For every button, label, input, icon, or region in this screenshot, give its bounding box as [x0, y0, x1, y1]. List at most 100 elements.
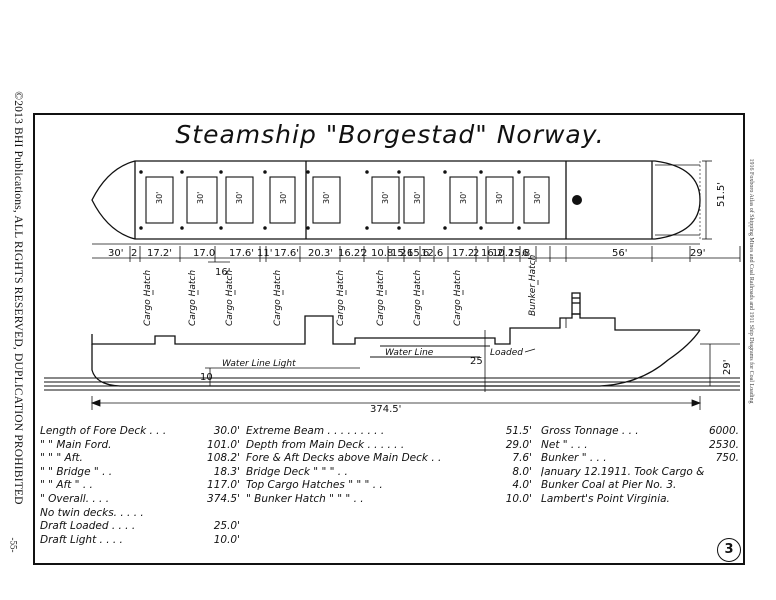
spec-label: No twin decks. . . . .: [40, 506, 144, 519]
spec-label: Bunker Coal at Pier No. 3.: [541, 479, 677, 492]
spec-value: 7.6': [512, 452, 532, 465]
plan-dim-label: 15.6: [407, 248, 429, 259]
plan-hatch: [449, 176, 478, 224]
spec-label: " Bunker Hatch " " " . .: [246, 492, 364, 505]
draft-loaded-mark: 25: [470, 356, 483, 367]
bollard-mark: [139, 226, 143, 230]
plan-dim-label: 17.2': [147, 248, 172, 259]
sheet-number: 3: [717, 538, 741, 562]
hatch-column-label: Cargo Hatch: [413, 270, 423, 326]
spec-row: January 12.1911. Took Cargo &: [541, 466, 739, 480]
plan-dim-label: 10.2: [492, 248, 514, 259]
spec-label: Length of Fore Deck . . .: [40, 425, 167, 437]
bollard-mark: [219, 226, 223, 230]
hatch-size-label: 30': [155, 192, 164, 204]
spec-row: " " Main Ford.101.0': [40, 439, 240, 453]
spec-label: " Overall. . . .: [40, 492, 110, 505]
bollard-mark: [306, 170, 310, 174]
spec-label: Fore & Aft Decks above Main Deck . .: [246, 452, 442, 465]
spec-value: 8.0': [512, 465, 532, 478]
spec-value: 6000.: [708, 425, 739, 437]
plan-dim-label: 15.8: [508, 248, 530, 259]
bollard-mark: [219, 170, 223, 174]
deck-outline: [91, 160, 701, 240]
spec-label: Lambert's Point Virginia.: [541, 492, 670, 505]
bollard-mark: [479, 226, 483, 230]
hatch-column-label: Cargo Hatch: [453, 270, 463, 326]
drawing-frame: [33, 113, 745, 565]
length-dimension: [90, 396, 702, 410]
hatch-column-label: Cargo Hatch: [225, 270, 235, 326]
spec-row: " " Bridge " . . 18.3': [40, 466, 240, 480]
hatch-column-label: Cargo Hatch: [143, 270, 153, 326]
spec-row: " " Aft " . .117.0': [40, 479, 240, 493]
plan-dim-label: 10.8: [371, 248, 393, 259]
spec-label: Bridge Deck " " " . .: [246, 465, 348, 478]
spec-row: Top Cargo Hatches " " " . .4.0': [246, 479, 532, 493]
plan-dim-label: 16.2': [338, 248, 363, 259]
plan-hatches: 30'30'30'30'30'30'30'30'30'30': [139, 170, 550, 230]
plan-dim-label: 2: [473, 248, 479, 259]
spec-label: Depth from Main Deck . . . . . .: [246, 438, 405, 451]
page-title: Steamship "Borgestad" Norway.: [175, 120, 605, 149]
plan-dim-label: 6: [522, 248, 528, 259]
plan-hatch: [523, 176, 550, 224]
spec-row: Bunker " . . .750.: [541, 452, 739, 466]
plan-hatch: [371, 176, 400, 224]
elevation-view: [91, 292, 701, 392]
spec-value: 117.0': [207, 479, 240, 492]
spec-row: " Overall. . . . 374.5': [40, 493, 240, 507]
spec-row: " Bunker Hatch " " " . . 10.0': [246, 493, 532, 507]
plan-dim-label: 2: [361, 248, 367, 259]
spec-label: " " Bridge " . .: [40, 465, 113, 478]
plan-hatch: [312, 176, 341, 224]
plan-dim-label: 56': [612, 248, 627, 259]
plan-dim-ticks: [129, 246, 741, 262]
bollard-mark: [517, 170, 521, 174]
spec-value: 10.0': [213, 533, 240, 546]
hatch-size-label: 30': [381, 192, 390, 204]
plan-hatch: [403, 176, 425, 224]
bollard-mark: [479, 170, 483, 174]
spec-value: 25.0': [213, 520, 240, 533]
bollard-mark: [443, 226, 447, 230]
spec-value: 374.5': [207, 492, 240, 505]
bollard-mark: [306, 226, 310, 230]
funnel-mark: [572, 195, 582, 205]
spec-row: Lambert's Point Virginia.: [541, 493, 739, 507]
hatch-column-label: Bunker Hatch: [528, 254, 538, 316]
spec-label: Net " . . .: [541, 438, 588, 451]
spec-value: 30.0': [213, 425, 240, 437]
hatch-size-label: 30': [235, 192, 244, 204]
spec-label: Extreme Beam . . . . . . . . .: [246, 425, 385, 437]
spec-row: Extreme Beam . . . . . . . . .51.5': [246, 425, 532, 439]
spec-row: No twin decks. . . . .: [40, 507, 240, 521]
bollard-mark: [397, 226, 401, 230]
hatch-column-label: Cargo Hatch: [188, 270, 198, 326]
hatch-size-label: 30': [196, 192, 205, 204]
plan-view: [91, 160, 701, 240]
spec-label: Draft Light . . . .: [40, 533, 123, 546]
plan-dimension-line: [92, 243, 740, 259]
hull-bottom: [91, 329, 701, 387]
bollard-mark: [180, 226, 184, 230]
plan-dim-label: 2: [131, 248, 137, 259]
plan-dim-label: 16.2: [481, 248, 503, 259]
beam-label: 51.5': [716, 182, 727, 207]
spec-label: Gross Tonnage . . .: [541, 425, 639, 437]
spec-value: 10.0': [505, 492, 532, 505]
bollard-mark: [180, 170, 184, 174]
spec-value: 2530.: [708, 438, 739, 451]
spec-value: 18.3': [213, 465, 240, 478]
loaded-label: Loaded: [490, 348, 523, 358]
length-label: 374.5': [370, 404, 401, 415]
specs-tonnage: Gross Tonnage . . . 6000. Net " . . . 2530.…: [541, 425, 739, 507]
hatch-size-label: 30': [495, 192, 504, 204]
plan-dim-label: 29': [690, 248, 705, 259]
hatch-column-label: Cargo Hatch: [273, 270, 283, 326]
spec-row: Draft Loaded . . . .25.0': [40, 520, 240, 534]
plan-hatch: [186, 176, 218, 224]
bollard-mark: [365, 170, 369, 174]
